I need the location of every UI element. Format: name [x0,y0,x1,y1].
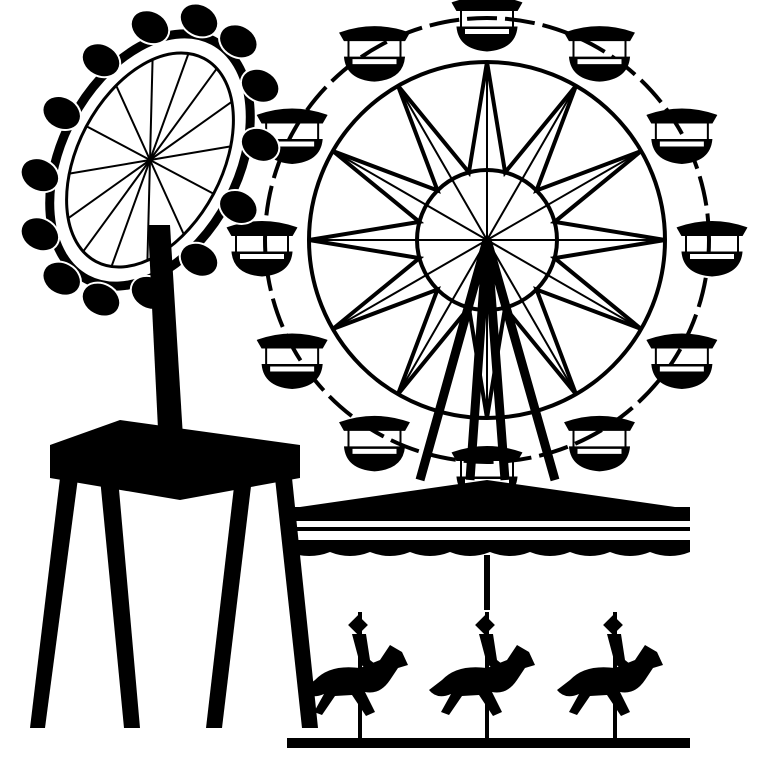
carousel-roof [300,480,675,507]
carousel-trim [287,527,690,531]
tilted-seat [80,281,122,318]
tilted-spoke [149,145,231,161]
platform-leg [206,478,252,728]
ferris-gondola [564,415,635,472]
tilted-spoke [146,159,151,261]
ferris-spoke [397,239,488,395]
tilted-seat [41,260,82,297]
tilted-seat [239,67,281,104]
carousel-horses [302,612,663,738]
ferris-gondola [646,108,718,165]
ferris-outer-ring [263,16,711,464]
ferris-gondola [339,415,410,472]
ferris-wheel [226,0,748,502]
tilted-seat [218,188,259,225]
carousel-base [287,738,690,748]
carousel [287,480,690,748]
tilted-spoke [82,159,151,253]
ferris-spoke [332,150,488,241]
ferris-spoke [486,150,642,241]
tilted-seat [129,9,171,46]
ferris-gondola [676,221,748,277]
tilted-seat [178,241,220,278]
tilted-spoke [149,159,215,195]
ferris-gondola [339,26,410,82]
tilted-spoke [149,59,154,161]
ferris-gondola [256,333,328,390]
tilted-spoke [85,125,151,161]
ferris-gondola [451,0,523,52]
tilted-seat [19,216,61,253]
horse-body [302,645,408,716]
ferris-star-spokes [308,61,666,419]
ferris-support-legs [415,238,560,482]
platform-leg [30,478,78,728]
tilted-spoke [149,100,233,161]
tilted-seat [19,157,61,194]
ferris-gondola [226,221,298,277]
tilted-seat [41,95,82,132]
ferris-spoke [486,239,642,330]
tilted-spoke [67,159,151,220]
horse-body [557,645,663,716]
tilted-seat [218,23,259,60]
tilted-spoke [149,53,190,161]
tilted-spoke [115,85,151,161]
tilted-spoke [149,159,185,235]
tilted-seat [239,126,281,163]
ferris-gondolas [226,0,748,502]
ferris-spoke [332,239,488,330]
ferris-spoke [486,239,577,395]
tilted-spoke [149,67,218,161]
tilted-seat [80,42,122,79]
tilted-seat [178,2,220,39]
ferris-spoke [397,85,488,241]
carousel-valance [287,540,690,556]
tilted-spokes [67,53,233,267]
platform-leg [100,478,140,728]
ferris-gondola [646,333,718,390]
tilted-wheel-ride [19,2,318,728]
horse-body [429,645,535,716]
carousel-center-pole [484,555,490,610]
ferris-gondola [564,26,635,82]
tilted-ride-pole [148,225,185,470]
tilted-spoke [69,159,151,175]
ferris-spoke [486,85,577,241]
tilted-spoke [110,159,151,267]
carousel-roof-band [287,507,690,521]
platform-leg [275,478,318,728]
